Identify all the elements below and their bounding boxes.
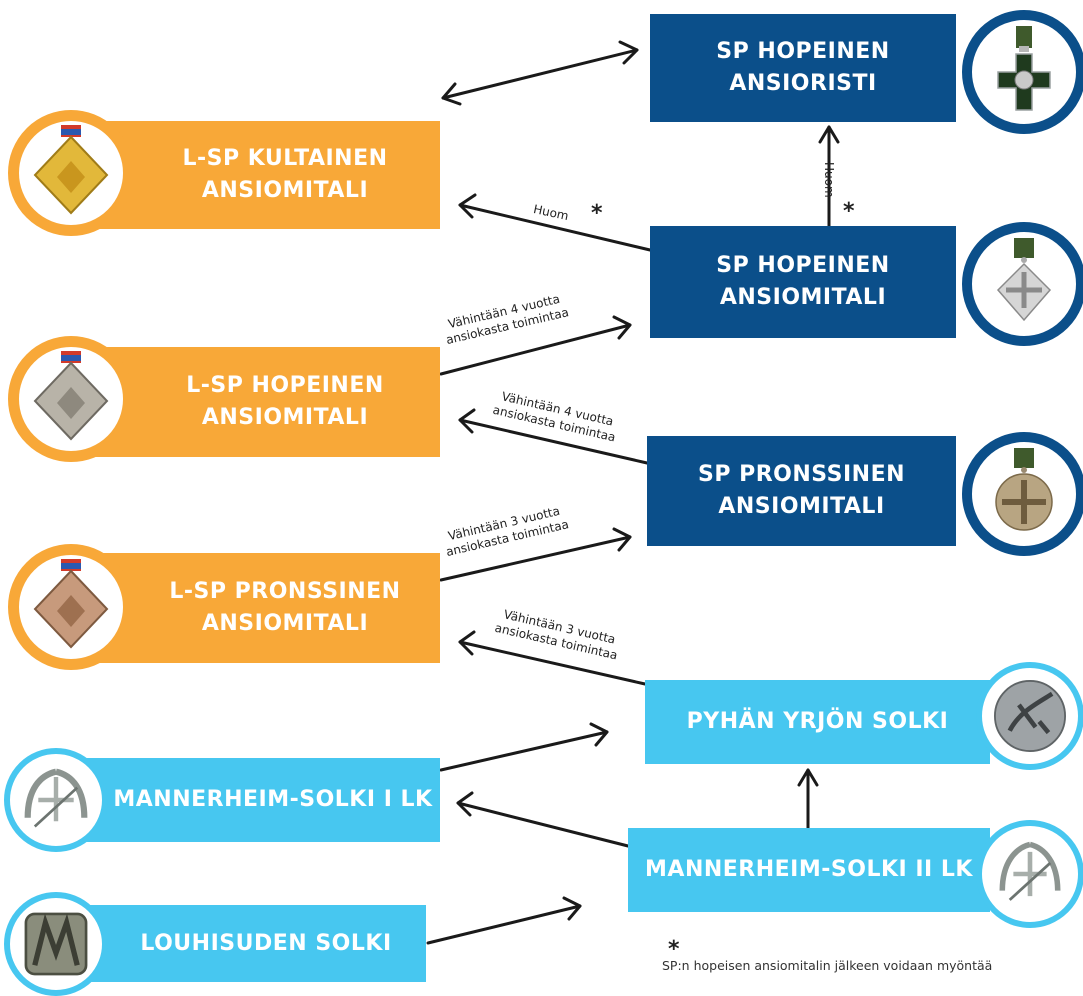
arrow-lsp-pronssinen-to-sp-pronssinen: [439, 527, 632, 582]
node-title: MANNERHEIM-SOLKI II LK: [645, 857, 973, 882]
bronze-fox-medal-icon: [8, 544, 134, 670]
arrow-hopeinen-to-ansioristi: [818, 125, 840, 228]
footnote-asterisk: *: [668, 937, 680, 962]
node-title-line2: ANSIOMITALI: [201, 405, 369, 430]
bronze-cross-pendant-medal-icon: [962, 432, 1083, 556]
saint-george-buckle-icon: [976, 662, 1083, 770]
arrow-pyhan-to-lsp-pronssinen: [458, 630, 647, 686]
arrow-louhisuden-to-mannerheim-ii: [426, 896, 582, 945]
silver-fox-medal-icon: [8, 336, 134, 462]
arrow-mannerheim-i-to-pyhan: [439, 722, 609, 772]
arrow-hopeinen-to-kultainen: [458, 193, 652, 252]
node-mannerheim-solki-ii-lk: MANNERHEIM-SOLKI II LK: [628, 828, 990, 912]
arrow-lsp-hopeinen-to-sp-hopeinen: [439, 315, 632, 376]
node-sp-hopeinen-ansioristi: SP HOPEINEN ANSIORISTI: [650, 14, 956, 122]
node-title: MANNERHEIM-SOLKI I LK: [113, 787, 433, 812]
edge-label-huom-vertical: Huom: [822, 162, 836, 198]
arrow-sp-pronssinen-to-lsp-hopeinen: [458, 408, 649, 465]
silver-cross-pendant-medal-icon: [962, 222, 1083, 346]
node-title-line1: L-SP HOPEINEN: [186, 373, 384, 398]
node-title-line1: SP HOPEINEN: [716, 253, 890, 278]
node-louhisuden-solki: LOUHISUDEN SOLKI: [66, 905, 426, 982]
node-pyhan-yrjon-solki: PYHÄN YRJÖN SOLKI: [645, 680, 990, 764]
gold-fox-medal-icon: [8, 110, 134, 236]
mannerheim-buckle-ii-icon: [976, 820, 1083, 928]
node-mannerheim-solki-i-lk: MANNERHEIM-SOLKI I LK: [66, 758, 440, 842]
node-title-line2: ANSIOMITALI: [201, 611, 369, 636]
arrow-kultainen-ansioristi: [441, 40, 639, 106]
node-lsp-pronssinen-ansiomitali: L-SP PRONSSINEN ANSIOMITALI: [80, 553, 440, 663]
node-lsp-kultainen-ansiomitali: L-SP KULTAINEN ANSIOMITALI: [80, 121, 440, 229]
footnote-text: SP:n hopeisen ansiomitalin jälkeen voida…: [662, 958, 993, 973]
node-title: PYHÄN YRJÖN SOLKI: [686, 709, 949, 734]
mannerheim-buckle-i-icon: [4, 748, 108, 852]
asterisk-marker: *: [591, 201, 603, 226]
node-lsp-hopeinen-ansiomitali: L-SP HOPEINEN ANSIOMITALI: [80, 347, 440, 457]
louhisuden-buckle-icon: [4, 892, 108, 996]
node-sp-hopeinen-ansiomitali: SP HOPEINEN ANSIOMITALI: [650, 226, 956, 338]
node-title-line2: ANSIORISTI: [729, 71, 877, 96]
node-title: LOUHISUDEN SOLKI: [140, 930, 392, 956]
node-title-line2: ANSIOMITALI: [718, 494, 885, 519]
node-title-line1: SP HOPEINEN: [716, 39, 890, 64]
node-title-line1: SP PRONSSINEN: [697, 462, 906, 487]
node-title-line1: L-SP KULTAINEN: [182, 146, 388, 171]
silver-cross-medal-icon: [962, 10, 1083, 134]
node-sp-pronssinen-ansiomitali: SP PRONSSINEN ANSIOMITALI: [647, 436, 956, 546]
asterisk-marker: *: [843, 199, 855, 224]
node-title-line2: ANSIOMITALI: [201, 178, 369, 203]
node-title-line1: L-SP PRONSSINEN: [169, 579, 401, 604]
arrow-mannerheim-ii-to-i: [456, 791, 630, 848]
node-title-line2: ANSIOMITALI: [719, 285, 887, 310]
arrow-mannerheim-ii-to-pyhan: [797, 768, 819, 830]
